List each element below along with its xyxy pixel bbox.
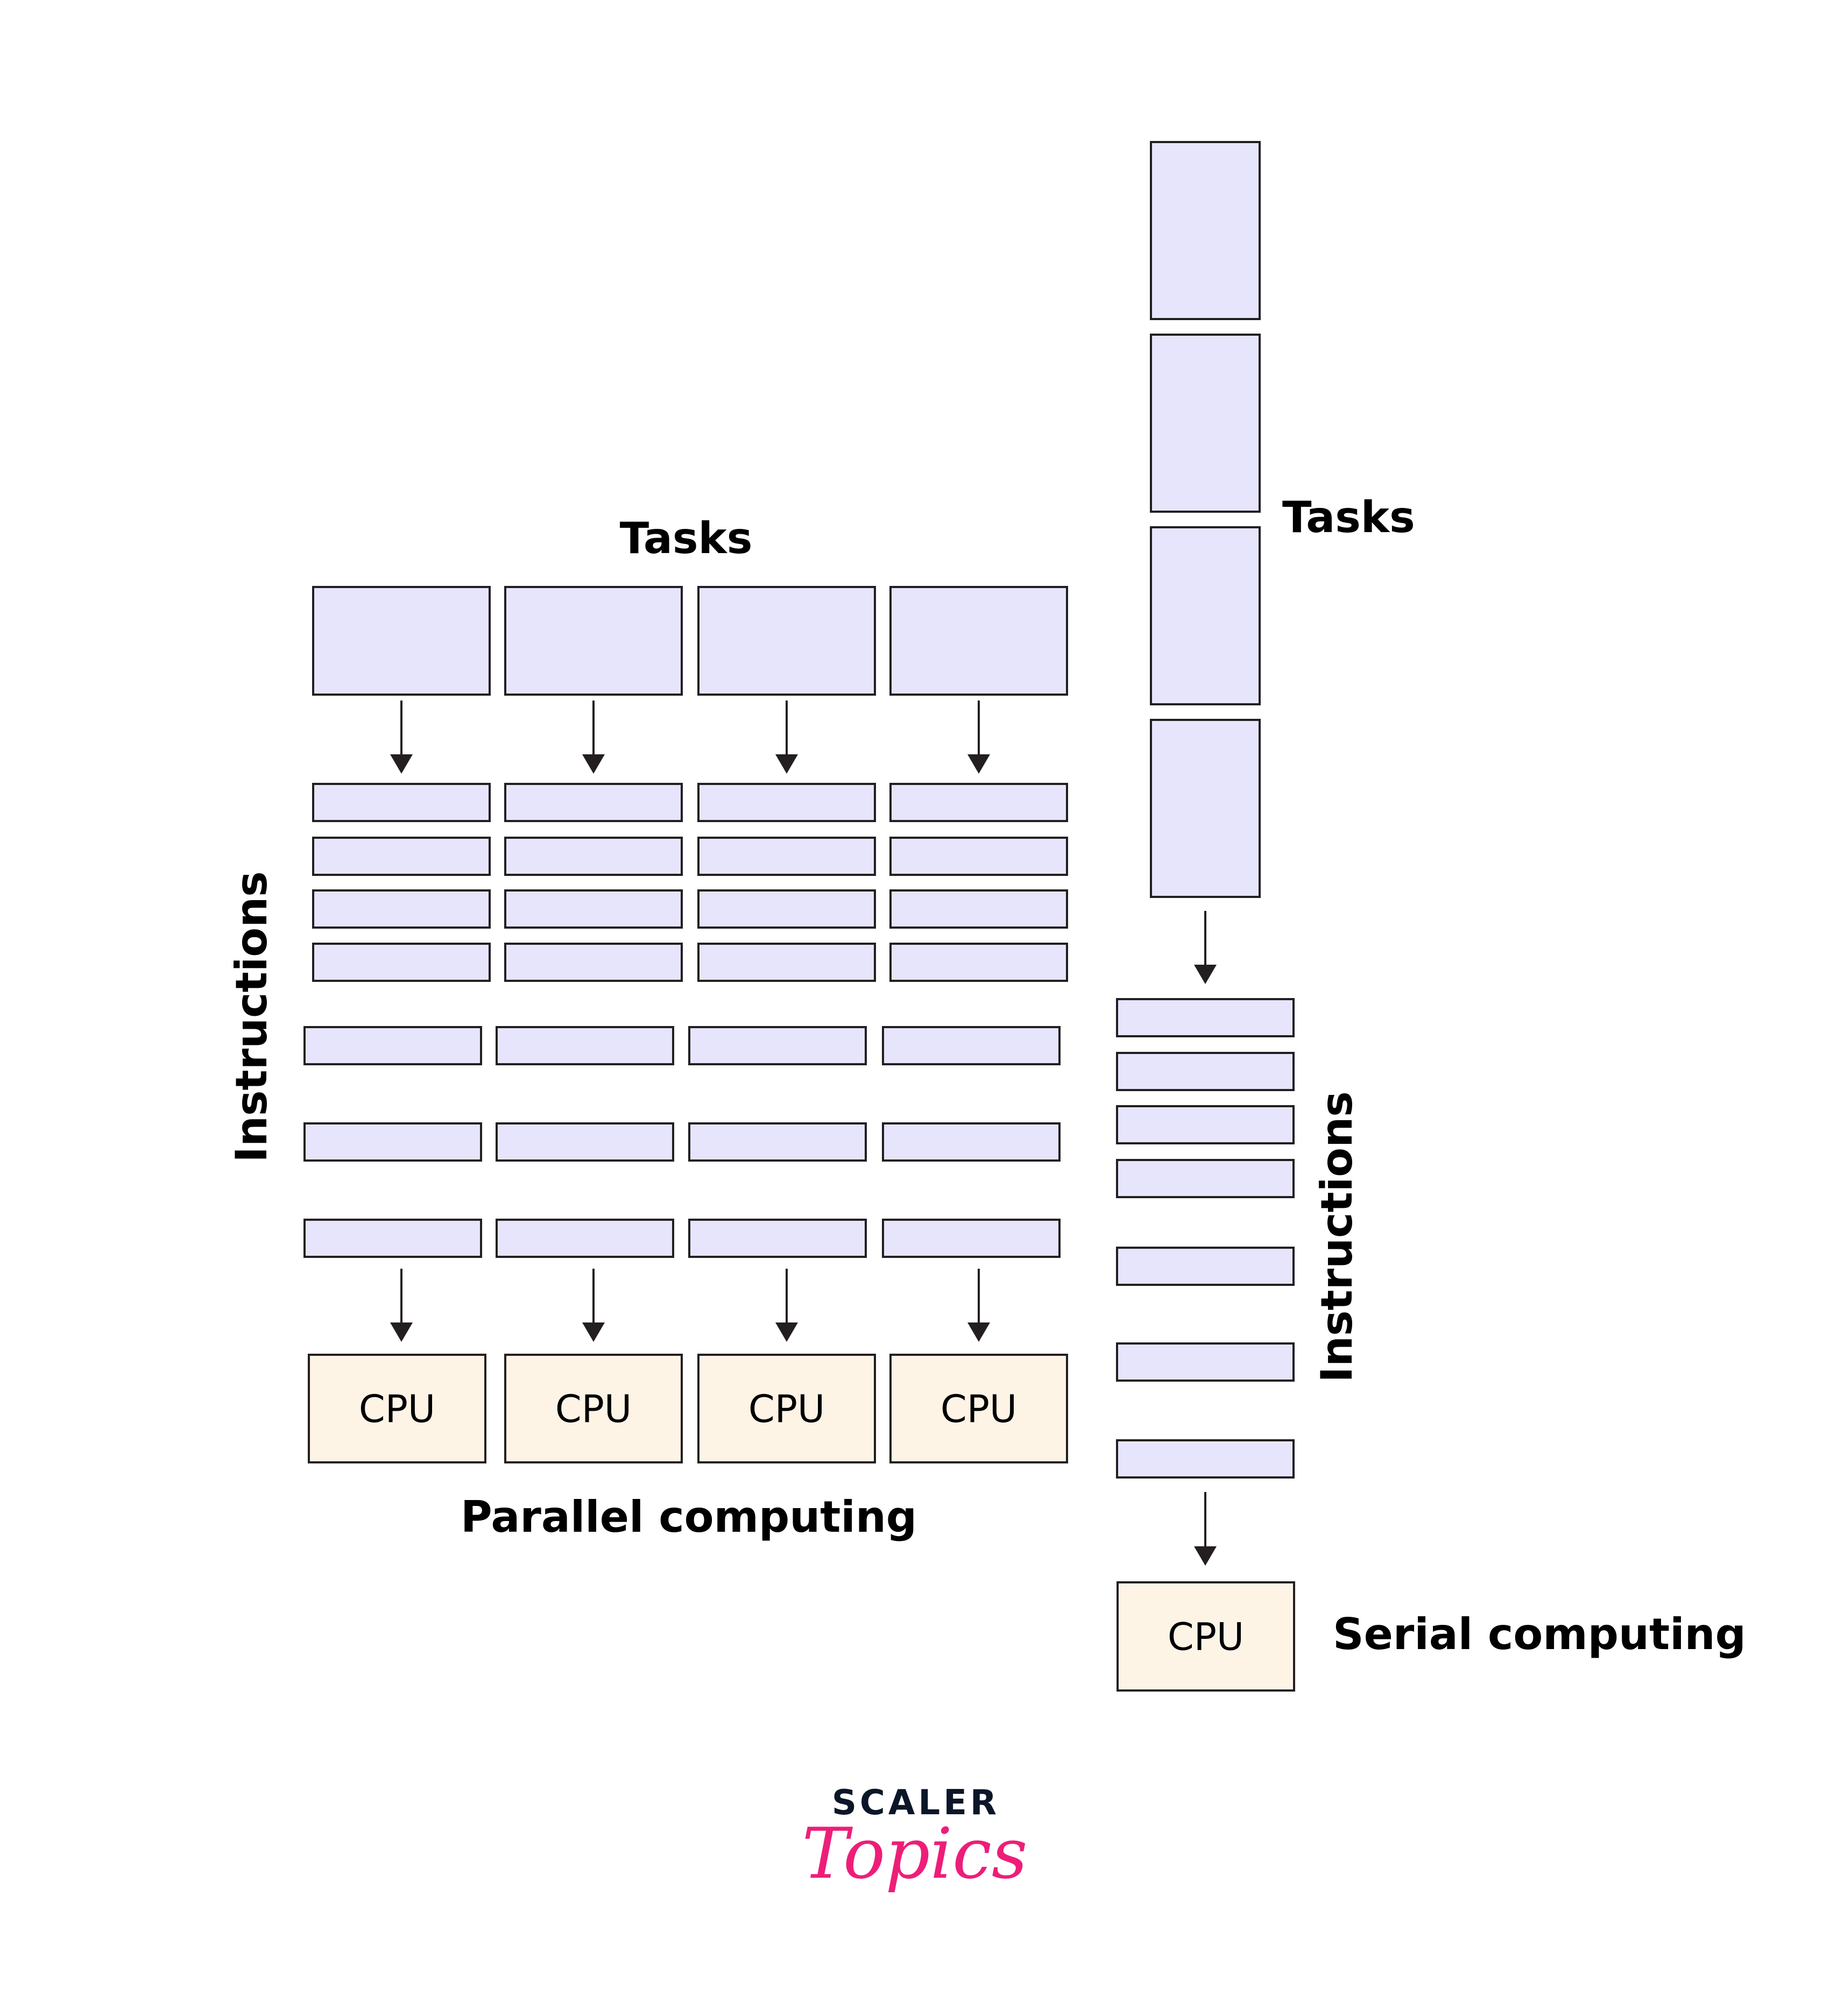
serial-cpu-box-group: CPU: [1117, 1581, 1295, 1692]
parallel-instruction-boxes: [303, 783, 1068, 1258]
instruction-to-cpu-arrow: [582, 1269, 605, 1342]
serial-task-boxes: [1150, 141, 1261, 898]
arrow-head-icon: [582, 754, 605, 774]
instruction-to-cpu-arrow: [390, 1269, 413, 1342]
parallel-instruction-box: [312, 889, 491, 929]
cpu-box-frame: [1117, 1581, 1295, 1692]
cpu-label: CPU: [748, 1387, 825, 1431]
parallel-instruction-box: [303, 1219, 482, 1258]
arrow-head-icon: [390, 754, 413, 774]
parallel-task-boxes: [312, 586, 1068, 696]
arrow-head-icon: [967, 754, 990, 774]
logo-sub-text: Topics: [802, 1813, 1027, 1894]
parallel-cpu-arrows: [390, 1269, 990, 1342]
parallel-instruction-box: [504, 783, 683, 822]
task-to-instruction-arrow: [582, 701, 605, 774]
parallel-task-box: [504, 586, 683, 696]
parallel-instruction-box: [688, 1026, 867, 1065]
arrow-head-icon: [775, 1322, 798, 1342]
parallel-computing-section: Tasks CPU CPU CPU CPU Instructions Parallel…: [227, 513, 1068, 1542]
parallel-instruction-box: [504, 889, 683, 929]
parallel-instruction-box: [697, 889, 876, 929]
serial-instruction-boxes: [1116, 998, 1295, 1479]
parallel-instruction-box: [496, 1219, 674, 1258]
cpu-box-frame: [504, 1354, 683, 1463]
parallel-instruction-box: [496, 1026, 674, 1065]
arrow-head-icon: [967, 1322, 990, 1342]
parallel-instruction-box: [882, 1122, 1061, 1162]
serial-cpu-box: CPU: [1117, 1581, 1295, 1692]
parallel-cpu-box: CPU: [308, 1354, 486, 1463]
parallel-instruction-box: [303, 1026, 482, 1065]
serial-instructions-label: Instructions: [1312, 1091, 1362, 1383]
parallel-instruction-box: [312, 837, 491, 876]
parallel-task-arrows: [390, 701, 990, 774]
parallel-instruction-box: [303, 1122, 482, 1162]
parallel-instruction-box: [882, 1026, 1061, 1065]
parallel-instruction-box: [697, 837, 876, 876]
parallel-instruction-box: [312, 943, 491, 982]
parallel-tasks-label: Tasks: [620, 513, 753, 563]
arrow-head-icon: [582, 1322, 605, 1342]
serial-computing-section: Tasks Instructions CPU Serial computing: [1116, 141, 1746, 1692]
serial-instruction-box: [1116, 1105, 1295, 1144]
arrow-head-icon: [1194, 965, 1217, 984]
parallel-cpu-box: CPU: [697, 1354, 876, 1463]
parallel-instruction-box: [496, 1122, 674, 1162]
task-to-instruction-arrow: [390, 701, 413, 774]
serial-instruction-to-cpu-arrow: [1194, 1492, 1217, 1566]
serial-instruction-box: [1116, 998, 1295, 1037]
parallel-instructions-label: Instructions: [227, 871, 277, 1163]
parallel-instruction-box: [889, 837, 1068, 876]
serial-instruction-box: [1116, 1439, 1295, 1479]
parallel-instruction-box: [697, 783, 876, 822]
cpu-label: CPU: [555, 1387, 632, 1431]
parallel-instruction-box: [312, 783, 491, 822]
scaler-topics-logo: SCALER Topics: [802, 1783, 1027, 1894]
cpu-box-frame: [889, 1354, 1068, 1463]
serial-tasks-label: Tasks: [1282, 492, 1415, 542]
serial-task-box: [1150, 719, 1261, 898]
cpu-label: CPU: [359, 1387, 435, 1431]
parallel-instruction-box: [688, 1122, 867, 1162]
parallel-instruction-box: [504, 943, 683, 982]
cpu-label: CPU: [941, 1387, 1017, 1431]
serial-instruction-box: [1116, 1342, 1295, 1382]
serial-task-to-instruction-arrow: [1194, 911, 1217, 984]
task-to-instruction-arrow: [967, 701, 990, 774]
parallel-instruction-box: [889, 889, 1068, 929]
instruction-to-cpu-arrow: [967, 1269, 990, 1342]
serial-arrows: [1194, 911, 1217, 1566]
cpu-label: CPU: [1168, 1615, 1244, 1659]
arrow-head-icon: [775, 754, 798, 774]
parallel-instruction-box: [889, 783, 1068, 822]
serial-task-box: [1150, 334, 1261, 513]
cpu-box-frame: [308, 1354, 486, 1463]
serial-instruction-box: [1116, 1052, 1295, 1091]
parallel-computing-title: Parallel computing: [461, 1492, 917, 1542]
parallel-instruction-box: [688, 1219, 867, 1258]
parallel-cpu-box: CPU: [504, 1354, 683, 1463]
parallel-instruction-box: [697, 943, 876, 982]
parallel-instruction-box: [889, 943, 1068, 982]
arrow-head-icon: [1194, 1546, 1217, 1566]
instruction-to-cpu-arrow: [775, 1269, 798, 1342]
parallel-cpu-boxes: CPU CPU CPU CPU: [308, 1354, 1068, 1463]
logo-brand-text: SCALER: [832, 1783, 1000, 1823]
cpu-box-frame: [697, 1354, 876, 1463]
parallel-cpu-box: CPU: [889, 1354, 1068, 1463]
serial-computing-title: Serial computing: [1333, 1609, 1746, 1659]
task-to-instruction-arrow: [775, 701, 798, 774]
serial-task-box: [1150, 526, 1261, 705]
parallel-instruction-box: [882, 1219, 1061, 1258]
serial-task-box: [1150, 141, 1261, 320]
parallel-task-box: [889, 586, 1068, 696]
parallel-instruction-box: [504, 837, 683, 876]
serial-instruction-box: [1116, 1247, 1295, 1286]
serial-instruction-box: [1116, 1159, 1295, 1198]
arrow-head-icon: [390, 1322, 413, 1342]
parallel-task-box: [312, 586, 491, 696]
parallel-task-box: [697, 586, 876, 696]
